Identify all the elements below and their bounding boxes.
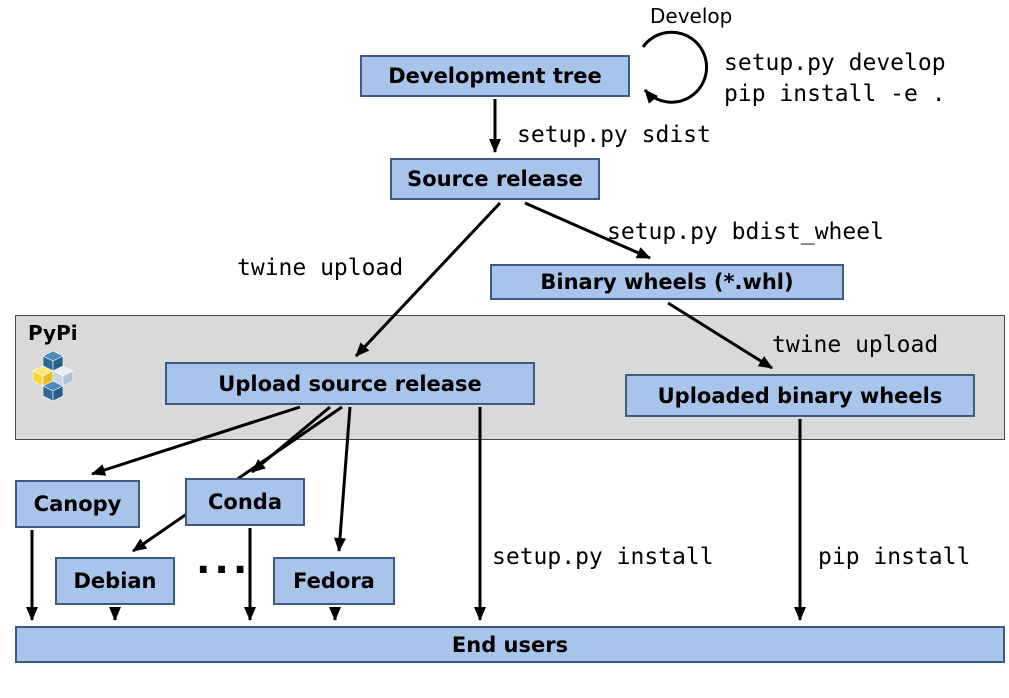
node-debian: Debian — [55, 557, 175, 605]
ellipsis-other-distros: ... — [196, 538, 252, 582]
node-source-release: Source release — [390, 158, 600, 200]
arrow-upload-to-fedora — [334, 406, 352, 552]
arrow-upload-to-canopy — [91, 405, 301, 476]
node-uploaded-binary-wheels: Uploaded binary wheels — [625, 374, 975, 417]
label-develop-cmd-1: setup.py develop — [724, 50, 946, 76]
node-upload-source-release: Upload source release — [165, 362, 535, 405]
arrow-source-to-wheels — [524, 201, 651, 260]
label-bdist-wheel: setup.py bdist_wheel — [607, 219, 884, 245]
label-sdist: setup.py sdist — [517, 122, 711, 148]
arrow-develop-loop — [641, 30, 709, 104]
label-twine-upload-source: twine upload — [237, 255, 404, 281]
node-development-tree: Development tree — [360, 55, 630, 97]
label-develop-cmd-2: pip install -e . — [724, 81, 946, 107]
label-twine-upload-wheels: twine upload — [772, 332, 939, 358]
node-conda: Conda — [185, 478, 305, 526]
pypi-logo-icon — [32, 350, 74, 402]
label-develop: Develop — [650, 4, 733, 28]
node-binary-wheels: Binary wheels (*.whl) — [490, 264, 844, 300]
arrow-source-to-upload — [354, 201, 502, 358]
label-pip-install: pip install — [818, 544, 971, 570]
node-fedora: Fedora — [273, 557, 395, 605]
label-setup-install: setup.py install — [492, 544, 714, 570]
arrow-wheels-to-uploaded — [667, 301, 773, 370]
node-canopy: Canopy — [15, 480, 140, 528]
pypi-band-label: PyPi — [28, 321, 78, 345]
node-end-users: End users — [15, 626, 1005, 663]
